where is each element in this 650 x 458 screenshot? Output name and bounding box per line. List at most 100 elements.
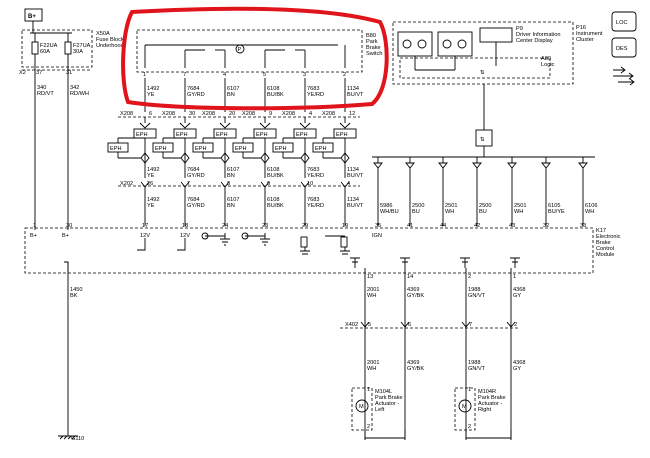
- component-name: Actuator -: [478, 401, 502, 407]
- component-name: Left: [375, 407, 385, 413]
- pin-label: 18: [182, 223, 188, 229]
- data-arrows-icon: ⇅: [480, 70, 485, 76]
- eph-label: EPH: [256, 132, 268, 138]
- wire-number: 1492: [147, 197, 159, 203]
- eph-label: EPH: [235, 146, 247, 152]
- pin-label: 43: [509, 223, 515, 229]
- component-name: Underhood: [96, 43, 124, 49]
- wire-color: RD/VT: [37, 91, 54, 97]
- wire-number: 2500: [479, 203, 491, 209]
- pin-label: 30: [189, 111, 195, 117]
- wire-color: WH: [585, 209, 594, 215]
- eph-label: EPH: [110, 146, 122, 152]
- resistor-icon: [300, 236, 308, 248]
- connector-label: X208: [162, 111, 175, 117]
- wire-color: GY: [513, 366, 521, 372]
- pin-label: 35: [375, 223, 381, 229]
- pin-label: 1: [513, 274, 516, 280]
- wire-color: YE/RD: [307, 203, 324, 209]
- pin-label: 20: [229, 111, 235, 117]
- eph-label: EPH: [336, 132, 348, 138]
- pin-label: 1: [143, 72, 146, 78]
- wire-color: BU/BK: [267, 92, 284, 98]
- eph-label: EPH: [155, 146, 167, 152]
- connector-label: X2: [19, 70, 26, 76]
- motor-icon: [458, 399, 472, 413]
- pin-label: 12: [349, 111, 355, 117]
- wire-color: YE: [147, 92, 155, 98]
- internal-label: B+: [30, 233, 37, 239]
- pin-label: 31: [66, 70, 72, 76]
- pin-label: 4: [309, 111, 312, 117]
- wire-color: GY/RD: [187, 92, 205, 98]
- data-link-arrows-icon: ⇅: [480, 137, 485, 143]
- wire-number: 2500: [412, 203, 424, 209]
- pin-label: 9: [269, 111, 272, 117]
- wire-number: 2001: [367, 360, 379, 366]
- pin-label: 32: [543, 223, 549, 229]
- component-name: Driver Information: [516, 32, 560, 38]
- pin-label: 5: [368, 322, 371, 328]
- wire-number: 6108: [267, 86, 279, 92]
- pin-label: 26: [147, 181, 153, 187]
- component-id: P16: [576, 25, 586, 31]
- driver-symbol-icon: [460, 257, 470, 268]
- component-name: Park Brake: [478, 395, 506, 401]
- component-name: Actuator -: [375, 401, 399, 407]
- data-bus: 5986 WH/BU 2500 BU 2501 WH 2500 BU 2501 …: [372, 156, 597, 226]
- switch-outline: [136, 29, 363, 73]
- fuse-id: F22UA: [40, 43, 58, 49]
- fuse-block: B+ F22UA 60A F27UA 30A X50A Fuse Block U…: [19, 8, 124, 230]
- component-id: A80: [541, 56, 551, 62]
- wire-color: YE: [147, 173, 155, 179]
- pin-label: 1: [367, 387, 370, 393]
- component-id: M104L: [375, 389, 392, 395]
- wire-color: WH/BU: [380, 209, 399, 215]
- loc-icon-label: LOC: [616, 20, 628, 26]
- actuator-right-outline: [454, 387, 476, 431]
- component-name: Brake: [366, 45, 381, 51]
- dic-display: [479, 27, 513, 43]
- instrument-cluster: P16 Instrument Cluster P9 Driver Informa…: [392, 21, 603, 85]
- flow-arrows-icon[interactable]: [613, 66, 635, 86]
- driver-symbol-icon: [400, 257, 410, 268]
- wire-color: GN/VT: [468, 366, 486, 372]
- wire-number: 4368: [513, 360, 525, 366]
- pin-label: 7: [187, 181, 190, 187]
- wire-number: 6105: [548, 203, 560, 209]
- component-name: Module: [596, 252, 614, 258]
- eph-label: EPH: [275, 146, 287, 152]
- ground-label: G110: [71, 436, 84, 442]
- internal-label: 12V: [140, 233, 150, 239]
- motor-icon: [355, 399, 369, 413]
- mid-wire-labels: 1492 YE 7684 GY/RD 6107 BN 6108 BU/BK 76…: [147, 167, 364, 179]
- pin-label: 24: [222, 223, 228, 229]
- pin-label: 6: [408, 322, 411, 328]
- pin-label: 6: [149, 111, 152, 117]
- wire-number: 4369: [407, 360, 419, 366]
- wire-color: BN: [227, 203, 235, 209]
- connector-label: X208: [202, 111, 215, 117]
- wire-number: 340: [37, 85, 46, 91]
- eph-label: EPH: [195, 146, 207, 152]
- pin-label: 14: [407, 274, 413, 280]
- highlight-annotation: [121, 6, 389, 111]
- wire-color: BN: [227, 92, 235, 98]
- component-name: Control: [596, 246, 614, 252]
- wire-color: GY/RD: [187, 173, 205, 179]
- component-id: P9: [516, 26, 523, 32]
- des-icon[interactable]: [611, 37, 637, 58]
- component-name: Logic: [541, 62, 555, 68]
- ground-symbol-icon: [260, 233, 270, 246]
- driver-symbol-icon: [350, 257, 360, 268]
- pin-label: 10: [307, 181, 313, 187]
- eph-label: EPH: [136, 132, 148, 138]
- bplus-label: B+: [28, 14, 36, 20]
- loc-icon[interactable]: [611, 11, 637, 32]
- eph-label: EPH: [315, 146, 327, 152]
- wire-color: RD/WH: [70, 91, 89, 97]
- wire-color: BK: [70, 293, 78, 299]
- lamp-icon: [402, 39, 412, 49]
- x202-connector: X202 26 7 8 9 10 4: [118, 181, 360, 226]
- wire-number: 6107: [227, 167, 239, 173]
